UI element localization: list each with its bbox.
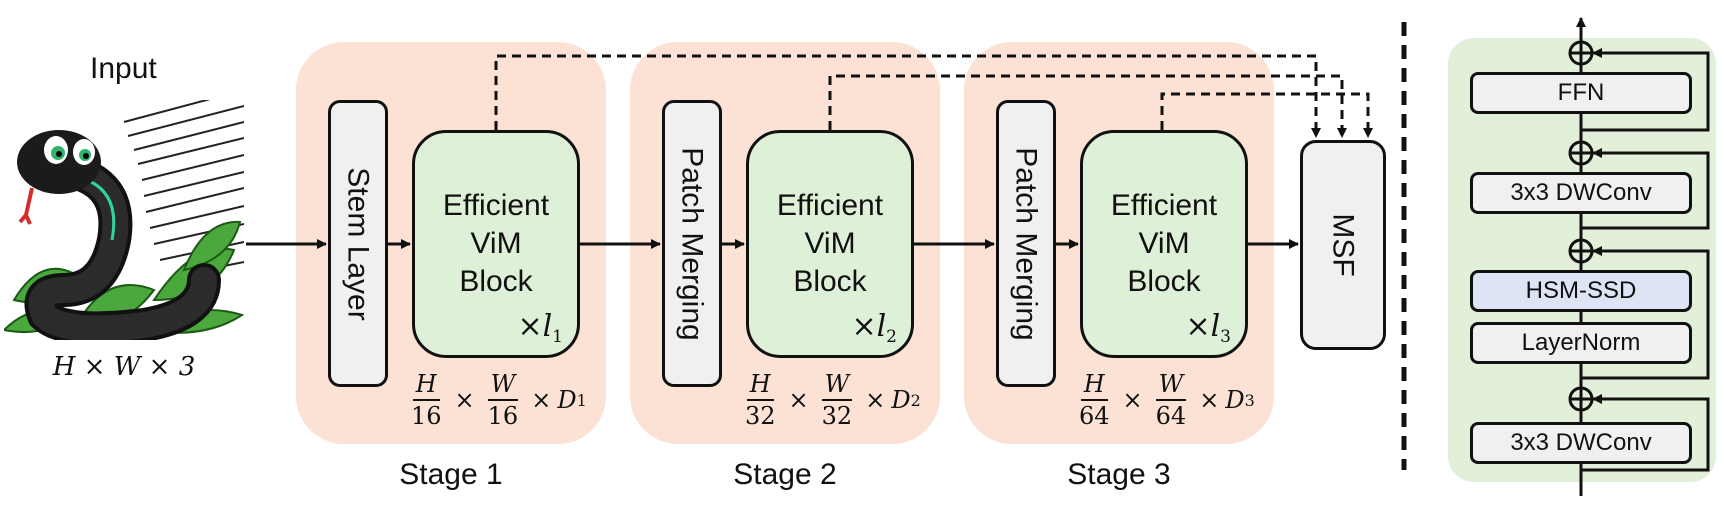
- block-line: Efficient: [1110, 189, 1218, 222]
- patch-merging-box-1: Patch Merging: [662, 100, 722, 387]
- repeat-count-1: ×l1: [517, 308, 563, 347]
- block-line: ViM: [804, 227, 856, 260]
- snake-illustration: [1, 89, 245, 346]
- block-line: ViM: [470, 227, 522, 260]
- stage-1-label: Stage 1: [399, 458, 503, 491]
- patch-merging-box-2: Patch Merging: [996, 100, 1056, 387]
- block-line: Block: [793, 265, 867, 298]
- dwconv-box-bottom: 3x3 DWConv: [1470, 422, 1692, 464]
- input-image: [1, 89, 245, 346]
- patch-merging-label: Patch Merging: [1010, 146, 1043, 341]
- block-line: Block: [1127, 265, 1201, 298]
- block-line: ViM: [1138, 227, 1190, 260]
- block-line: Block: [459, 265, 533, 298]
- stem-layer-label: Stem Layer: [342, 166, 375, 321]
- patch-merging-label: Patch Merging: [676, 146, 709, 341]
- stage-2-label: Stage 2: [733, 458, 837, 491]
- stage-3-label: Stage 3: [1067, 458, 1171, 491]
- dwconv-box-top: 3x3 DWConv: [1470, 172, 1692, 214]
- efficient-vim-block-2: Efficient ViM Block ×l2: [746, 130, 914, 358]
- efficient-vim-block-1: Efficient ViM Block ×l1: [412, 130, 580, 358]
- input-dims: H × W × 3: [52, 352, 196, 382]
- repeat-count-2: ×l2: [851, 308, 897, 347]
- msf-label: MSF: [1326, 213, 1360, 277]
- layernorm-box: LayerNorm: [1470, 322, 1692, 364]
- stem-layer-box: Stem Layer: [328, 100, 388, 387]
- block-line: Efficient: [442, 189, 550, 222]
- block-line: Efficient: [776, 189, 884, 222]
- hsm-ssd-box: HSM-SSD: [1470, 270, 1692, 312]
- input-title: Input: [90, 52, 157, 85]
- efficient-vim-block-3: Efficient ViM Block ×l3: [1080, 130, 1248, 358]
- ffn-box: FFN: [1470, 72, 1692, 114]
- repeat-count-3: ×l3: [1185, 308, 1231, 347]
- msf-box: MSF: [1300, 140, 1386, 350]
